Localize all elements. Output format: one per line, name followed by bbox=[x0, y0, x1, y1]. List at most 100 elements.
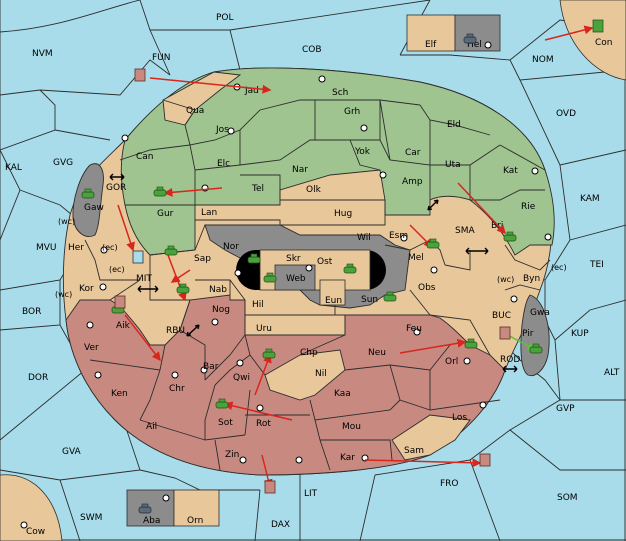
army-unit[interactable] bbox=[263, 272, 277, 283]
adjacency-arrow bbox=[427, 199, 439, 211]
supply-center bbox=[171, 371, 179, 379]
order-arrow bbox=[399, 338, 467, 354]
label-sea: FRO bbox=[440, 479, 459, 489]
order-arrow bbox=[364, 458, 482, 468]
label-province: Kor bbox=[79, 284, 94, 294]
army-unit[interactable] bbox=[81, 188, 95, 199]
label-province: Uta bbox=[445, 160, 461, 170]
army-unit[interactable] bbox=[592, 19, 604, 33]
label-province: Gur bbox=[157, 209, 174, 219]
label-sea: DOR bbox=[28, 373, 48, 383]
fleet-unit[interactable] bbox=[134, 68, 146, 82]
fleet-unit[interactable] bbox=[499, 326, 511, 340]
label-sea: GVP bbox=[556, 404, 575, 414]
label-sea: TEI bbox=[589, 260, 604, 270]
label-coast: (wc) bbox=[497, 275, 514, 284]
label-coast: (ec) bbox=[551, 263, 567, 272]
order-arrow bbox=[163, 187, 223, 197]
army-unit[interactable] bbox=[343, 263, 357, 274]
label-province: Hug bbox=[334, 209, 352, 219]
label-province: Yok bbox=[354, 147, 371, 157]
order-arrow bbox=[124, 314, 161, 362]
sea-labels: POL COB NVM FUN NOM OVD KAL GVG GOR KAM … bbox=[5, 13, 620, 530]
army-unit[interactable] bbox=[176, 283, 190, 294]
supply-center bbox=[544, 233, 552, 241]
label-province: Uru bbox=[256, 324, 272, 334]
label-province: Zin bbox=[225, 450, 239, 460]
label-province: Nog bbox=[212, 305, 230, 315]
adjacency-arrow bbox=[502, 365, 518, 373]
label-province: Sap bbox=[194, 254, 211, 264]
label-province: Grh bbox=[344, 107, 360, 117]
label-sea: SOM bbox=[557, 493, 578, 503]
label-province: Her bbox=[68, 243, 84, 253]
army-unit[interactable] bbox=[529, 343, 543, 354]
label-province: Los bbox=[452, 413, 467, 423]
supply-center bbox=[318, 75, 326, 83]
supply-center bbox=[20, 521, 28, 529]
label-sea: POL bbox=[216, 13, 234, 23]
supply-center bbox=[99, 283, 107, 291]
label-province: Ver bbox=[84, 343, 99, 353]
label-province: Web bbox=[286, 274, 306, 284]
label-coast: (ec) bbox=[102, 243, 118, 252]
label-province: Mou bbox=[342, 422, 361, 432]
orders bbox=[117, 25, 594, 489]
supply-center bbox=[510, 295, 518, 303]
label-province: Kar bbox=[340, 453, 355, 463]
army-unit[interactable] bbox=[463, 33, 477, 44]
region-tan-sam bbox=[391, 414, 471, 461]
label-sea: ALT bbox=[604, 368, 620, 378]
order-arrow bbox=[544, 25, 594, 41]
label-sea: MVU bbox=[36, 243, 57, 253]
label-province: Lan bbox=[201, 208, 217, 218]
army-unit[interactable] bbox=[215, 398, 229, 409]
units bbox=[81, 19, 604, 514]
label-coast: (ec) bbox=[109, 265, 125, 274]
label-province: Ost bbox=[317, 257, 333, 267]
label-province: Nab bbox=[209, 285, 227, 295]
label-sea: GVA bbox=[62, 447, 82, 457]
label-province: Aba bbox=[143, 516, 160, 526]
army-unit[interactable] bbox=[503, 231, 517, 242]
army-unit[interactable] bbox=[464, 338, 478, 349]
army-unit[interactable] bbox=[262, 348, 276, 359]
supply-center bbox=[162, 494, 170, 502]
supply-center bbox=[379, 171, 387, 179]
army-unit[interactable] bbox=[247, 253, 261, 264]
label-province: Hel bbox=[467, 40, 482, 50]
label-province: Olk bbox=[306, 185, 322, 195]
label-province: Jos bbox=[215, 125, 229, 135]
label-province: Kaa bbox=[334, 389, 351, 399]
label-province: Qua bbox=[186, 106, 204, 116]
army-unit[interactable] bbox=[153, 186, 167, 197]
region-green bbox=[120, 67, 555, 256]
label-sea: KAL bbox=[5, 163, 22, 173]
order-arrow bbox=[149, 77, 272, 94]
army-unit[interactable] bbox=[426, 238, 440, 249]
coast-labels: (wc) (ec) (ec) (wc) (wc) (ec) bbox=[55, 217, 567, 299]
land-labels: Jad Sch Qua Jos Grh Eld Can Elc Nar Yok … bbox=[26, 38, 613, 537]
supply-center bbox=[531, 167, 539, 175]
label-sea: NVM bbox=[32, 49, 53, 59]
label-province: Aik bbox=[116, 321, 131, 331]
army-unit[interactable] bbox=[138, 503, 152, 514]
supply-center bbox=[360, 124, 368, 132]
label-province: Neu bbox=[368, 348, 386, 358]
fleet-unit[interactable] bbox=[114, 295, 126, 309]
army-unit[interactable] bbox=[164, 245, 178, 256]
label-sea: MIT bbox=[136, 274, 152, 284]
army-unit[interactable] bbox=[383, 291, 397, 302]
fleet-unit[interactable] bbox=[132, 250, 144, 264]
label-province: Eun bbox=[325, 296, 342, 306]
label-province: Orn bbox=[187, 516, 203, 526]
supply-center bbox=[227, 127, 235, 135]
fleet-unit[interactable] bbox=[264, 480, 276, 494]
label-province: Qwi bbox=[233, 373, 250, 383]
region-hel bbox=[454, 14, 501, 52]
fleet-unit[interactable] bbox=[479, 453, 491, 467]
supply-center bbox=[463, 357, 471, 365]
label-sea: KUP bbox=[571, 329, 589, 339]
label-province: Eld bbox=[447, 120, 461, 130]
